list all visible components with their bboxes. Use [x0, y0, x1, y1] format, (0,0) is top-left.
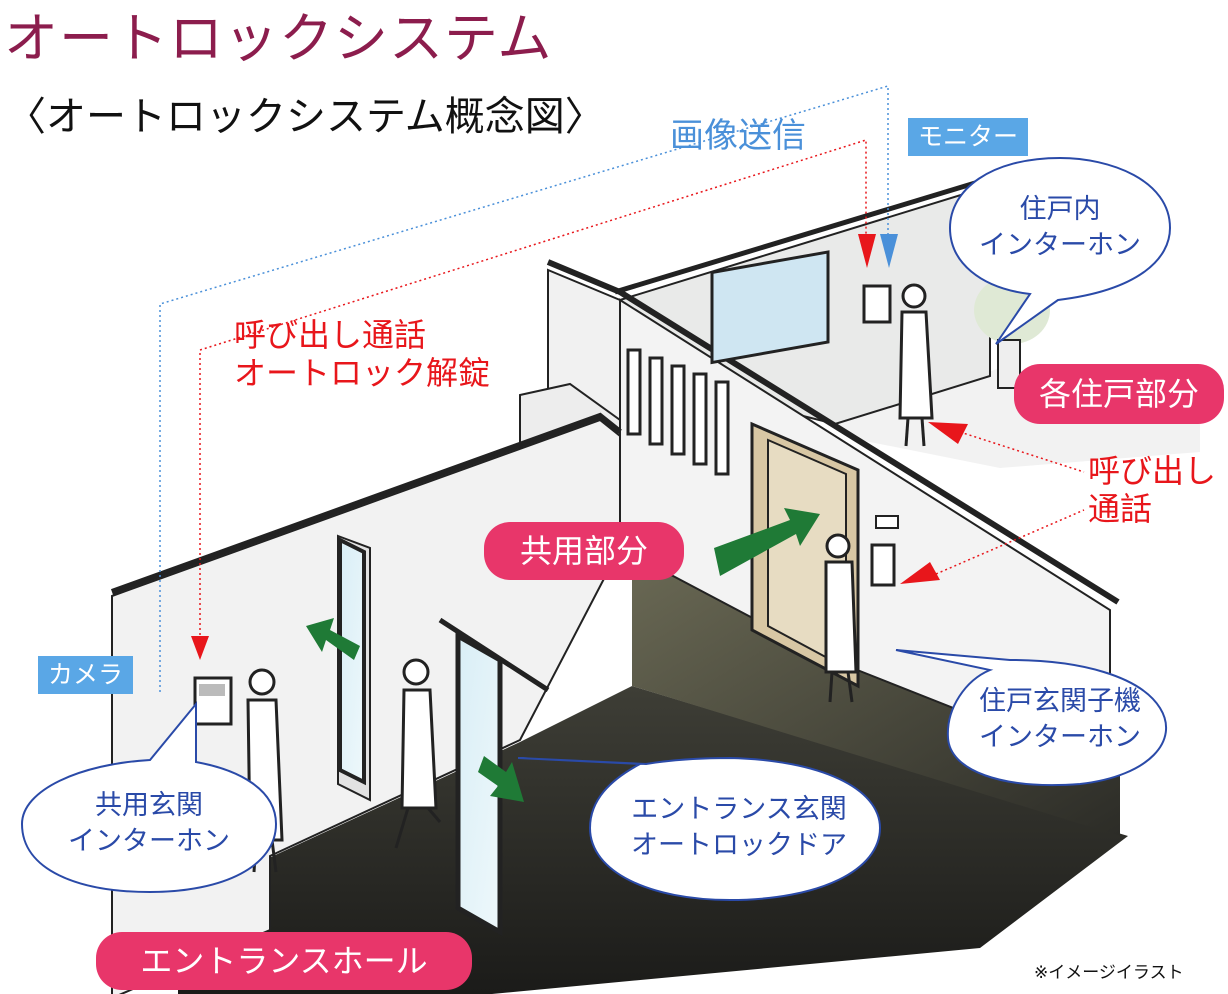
unit-window — [710, 250, 830, 365]
unit-door-intercom-line1: 住戸玄関子機 — [979, 686, 1141, 717]
call-line2: 通話 — [1088, 490, 1153, 528]
visitor-at-unit-door — [824, 533, 858, 703]
entrance-door-line1: エントランス玄関 — [631, 794, 847, 825]
inner-glass-door — [338, 536, 366, 786]
entrance-door-bubble-text: エントランス玄関 オートロックドア — [598, 792, 880, 864]
call-unlock-label: 呼び出し通話 オートロック解錠 — [234, 316, 490, 392]
common-intercom-line2: インターホン — [68, 826, 230, 857]
bubble-common-intercom — [20, 701, 278, 894]
entrance-hall-label: エントランスホール — [96, 932, 472, 990]
walking-person — [394, 658, 442, 849]
unit-door-intercom-device — [870, 543, 896, 587]
page-title: オートロックシステム — [4, 7, 553, 70]
entrance-door-line2: オートロックドア — [631, 830, 847, 861]
call-unlock-line — [199, 138, 867, 640]
unit-intercom-bubble-text: 住戸内 インターホン — [950, 192, 1170, 264]
unit-intercom-line1: 住戸内 — [1019, 194, 1101, 225]
unit-door-intercom-bubble-text: 住戸玄関子機 インターホン — [950, 684, 1170, 756]
call-label: 呼び出し 通話 — [1088, 452, 1216, 528]
entrance-wall-top — [110, 412, 622, 595]
window-grille — [626, 348, 730, 476]
red-arrowhead-common — [191, 636, 209, 660]
common-intercom-line1: 共用玄関 — [95, 790, 203, 821]
call-unlock-line2: オートロック解錠 — [234, 354, 491, 392]
camera-tag: カメラ — [38, 656, 134, 694]
red-arrowhead-resident — [928, 422, 968, 444]
red-arrowhead-unit — [858, 234, 876, 268]
unit-door-intercom-line2: インターホン — [979, 722, 1141, 753]
entrance-glass-door — [455, 631, 503, 937]
green-arrow-into-unit — [714, 508, 820, 576]
illustration-note: ※イメージイラスト — [1034, 963, 1184, 983]
monitor-tag: モニター — [908, 118, 1029, 156]
unit-wall-top-edge — [614, 177, 986, 295]
bubble-unit-intercom — [948, 156, 1172, 345]
bubble-entrance-door — [517, 756, 882, 902]
resident-person — [898, 283, 934, 447]
red-arrowhead-door-intercom — [900, 562, 940, 584]
common-area-label: 共用部分 — [484, 522, 684, 580]
call-unlock-line1: 呼び出し通話 — [234, 316, 427, 354]
each-unit-area-label: 各住戸部分 — [1014, 364, 1224, 424]
image-transmission-label: 画像送信 — [670, 116, 806, 156]
diagram-subtitle: 〈オートロックシステム概念図〉 — [6, 94, 605, 140]
common-intercom-bubble-text: 共用玄関 インターホン — [22, 788, 276, 860]
unit-intercom-line2: インターホン — [979, 230, 1141, 261]
green-arrow-entrance-door — [478, 756, 524, 802]
call-line1: 呼び出し — [1088, 452, 1217, 490]
bubble-unit-door-intercom — [895, 649, 1167, 786]
unit-intercom-device — [862, 284, 892, 324]
green-arrow-inner-door — [306, 618, 360, 660]
blue-arrowhead — [880, 234, 898, 268]
